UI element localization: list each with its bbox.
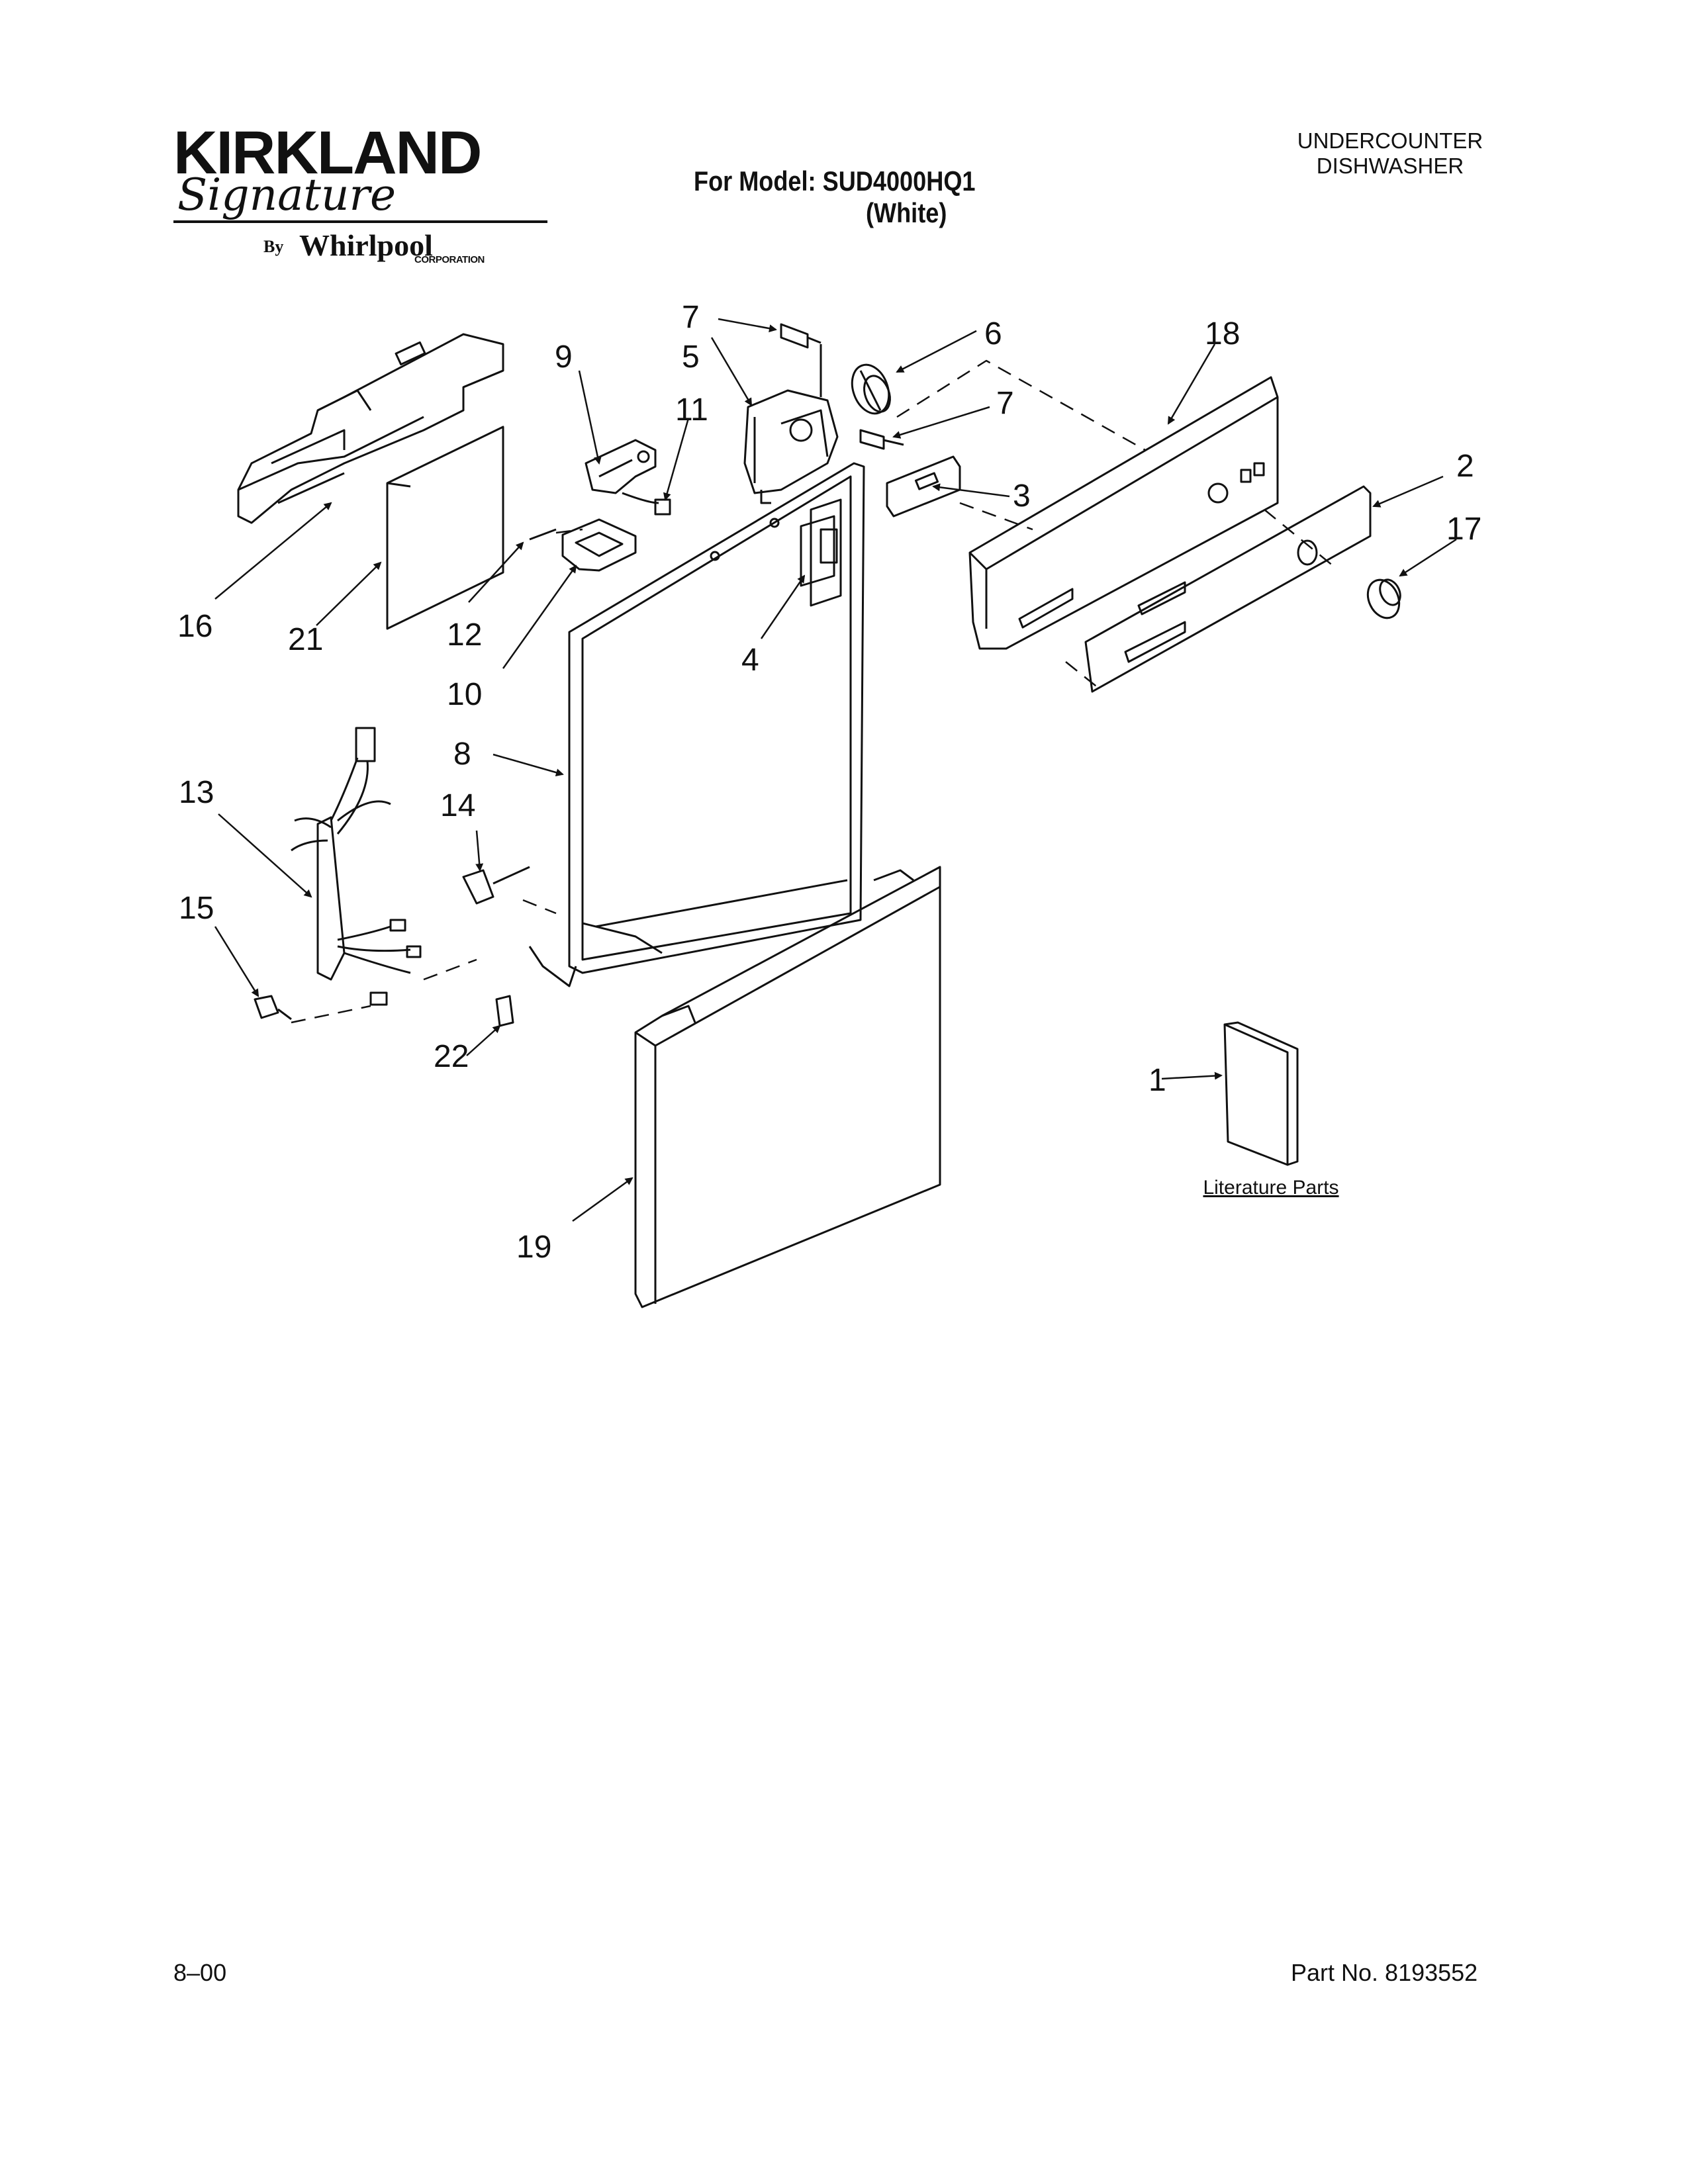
callout-7-top: 7 [682,300,700,335]
callout-6: 6 [984,316,1002,351]
callout-13: 13 [179,775,214,810]
part-9-latch [585,439,657,494]
part-1-literature [1223,1021,1299,1166]
product-type-line-2: DISHWASHER [1316,154,1464,178]
product-type: UNDERCOUNTER DISHWASHER [1278,128,1503,179]
part-11-switch [622,492,671,516]
brand-by-text: By [263,237,284,256]
callout-9: 9 [555,340,573,375]
model-color: (White) [866,197,947,228]
footer-date: 8–00 [173,1959,227,1986]
product-type-line-1: UNDERCOUNTER [1297,128,1483,153]
part-15-screw [254,995,292,1021]
part-21-sheet [386,426,504,630]
part-7-screw-top [780,323,821,349]
callout-14: 14 [440,788,475,823]
part-14-fuse [462,866,530,905]
brand-divider [173,220,547,223]
callout-21: 21 [288,622,323,657]
part-2-overlay [1084,485,1372,693]
brand-logo-signature: Signature [177,169,397,220]
part-13-harness [291,727,422,1006]
part-5-timer [743,344,839,504]
callout-1: 1 [1149,1063,1166,1098]
callout-3: 3 [1013,478,1031,514]
part-17-knob [1366,578,1401,619]
footer-part-number: Part No. 8193552 [1291,1959,1478,1986]
callout-12: 12 [447,617,482,653]
brand-maker: Whirlpool [299,228,433,262]
part-18-console [968,376,1279,650]
part-3-bracket [886,455,961,518]
part-12-pin [529,528,557,541]
part-22-clip [495,995,514,1027]
literature-parts-label: Literature Parts [1203,1177,1339,1199]
callout-8: 8 [453,737,471,772]
assembly-guide-lines [291,359,1338,1024]
leader-arrows [214,318,1457,1222]
part-8-door-frame [528,462,865,987]
part-19-door-panel [634,866,941,1308]
part-4-bracket [810,498,842,607]
part-10-bracket [561,518,637,572]
callout-19: 19 [516,1230,551,1265]
callout-18: 18 [1205,316,1240,351]
callout-17: 17 [1446,512,1481,547]
brand-logo-kirkland: KIRKLAND [173,119,482,187]
part-16-housing [237,333,504,524]
callout-11: 11 [675,392,708,428]
callout-10: 10 [447,677,482,712]
callout-7-mid: 7 [996,386,1014,421]
callout-4: 4 [741,643,759,678]
brand-maker-suffix: CORPORATION [414,254,485,265]
callout-15: 15 [179,891,214,926]
callout-22: 22 [434,1039,469,1074]
callout-5: 5 [682,340,700,375]
part-7-screw-mid [859,429,904,450]
model-number: For Model: SUD4000HQ1 [694,165,976,197]
part-6-knob [851,363,891,415]
callout-16: 16 [177,609,212,644]
callout-2: 2 [1456,449,1474,484]
